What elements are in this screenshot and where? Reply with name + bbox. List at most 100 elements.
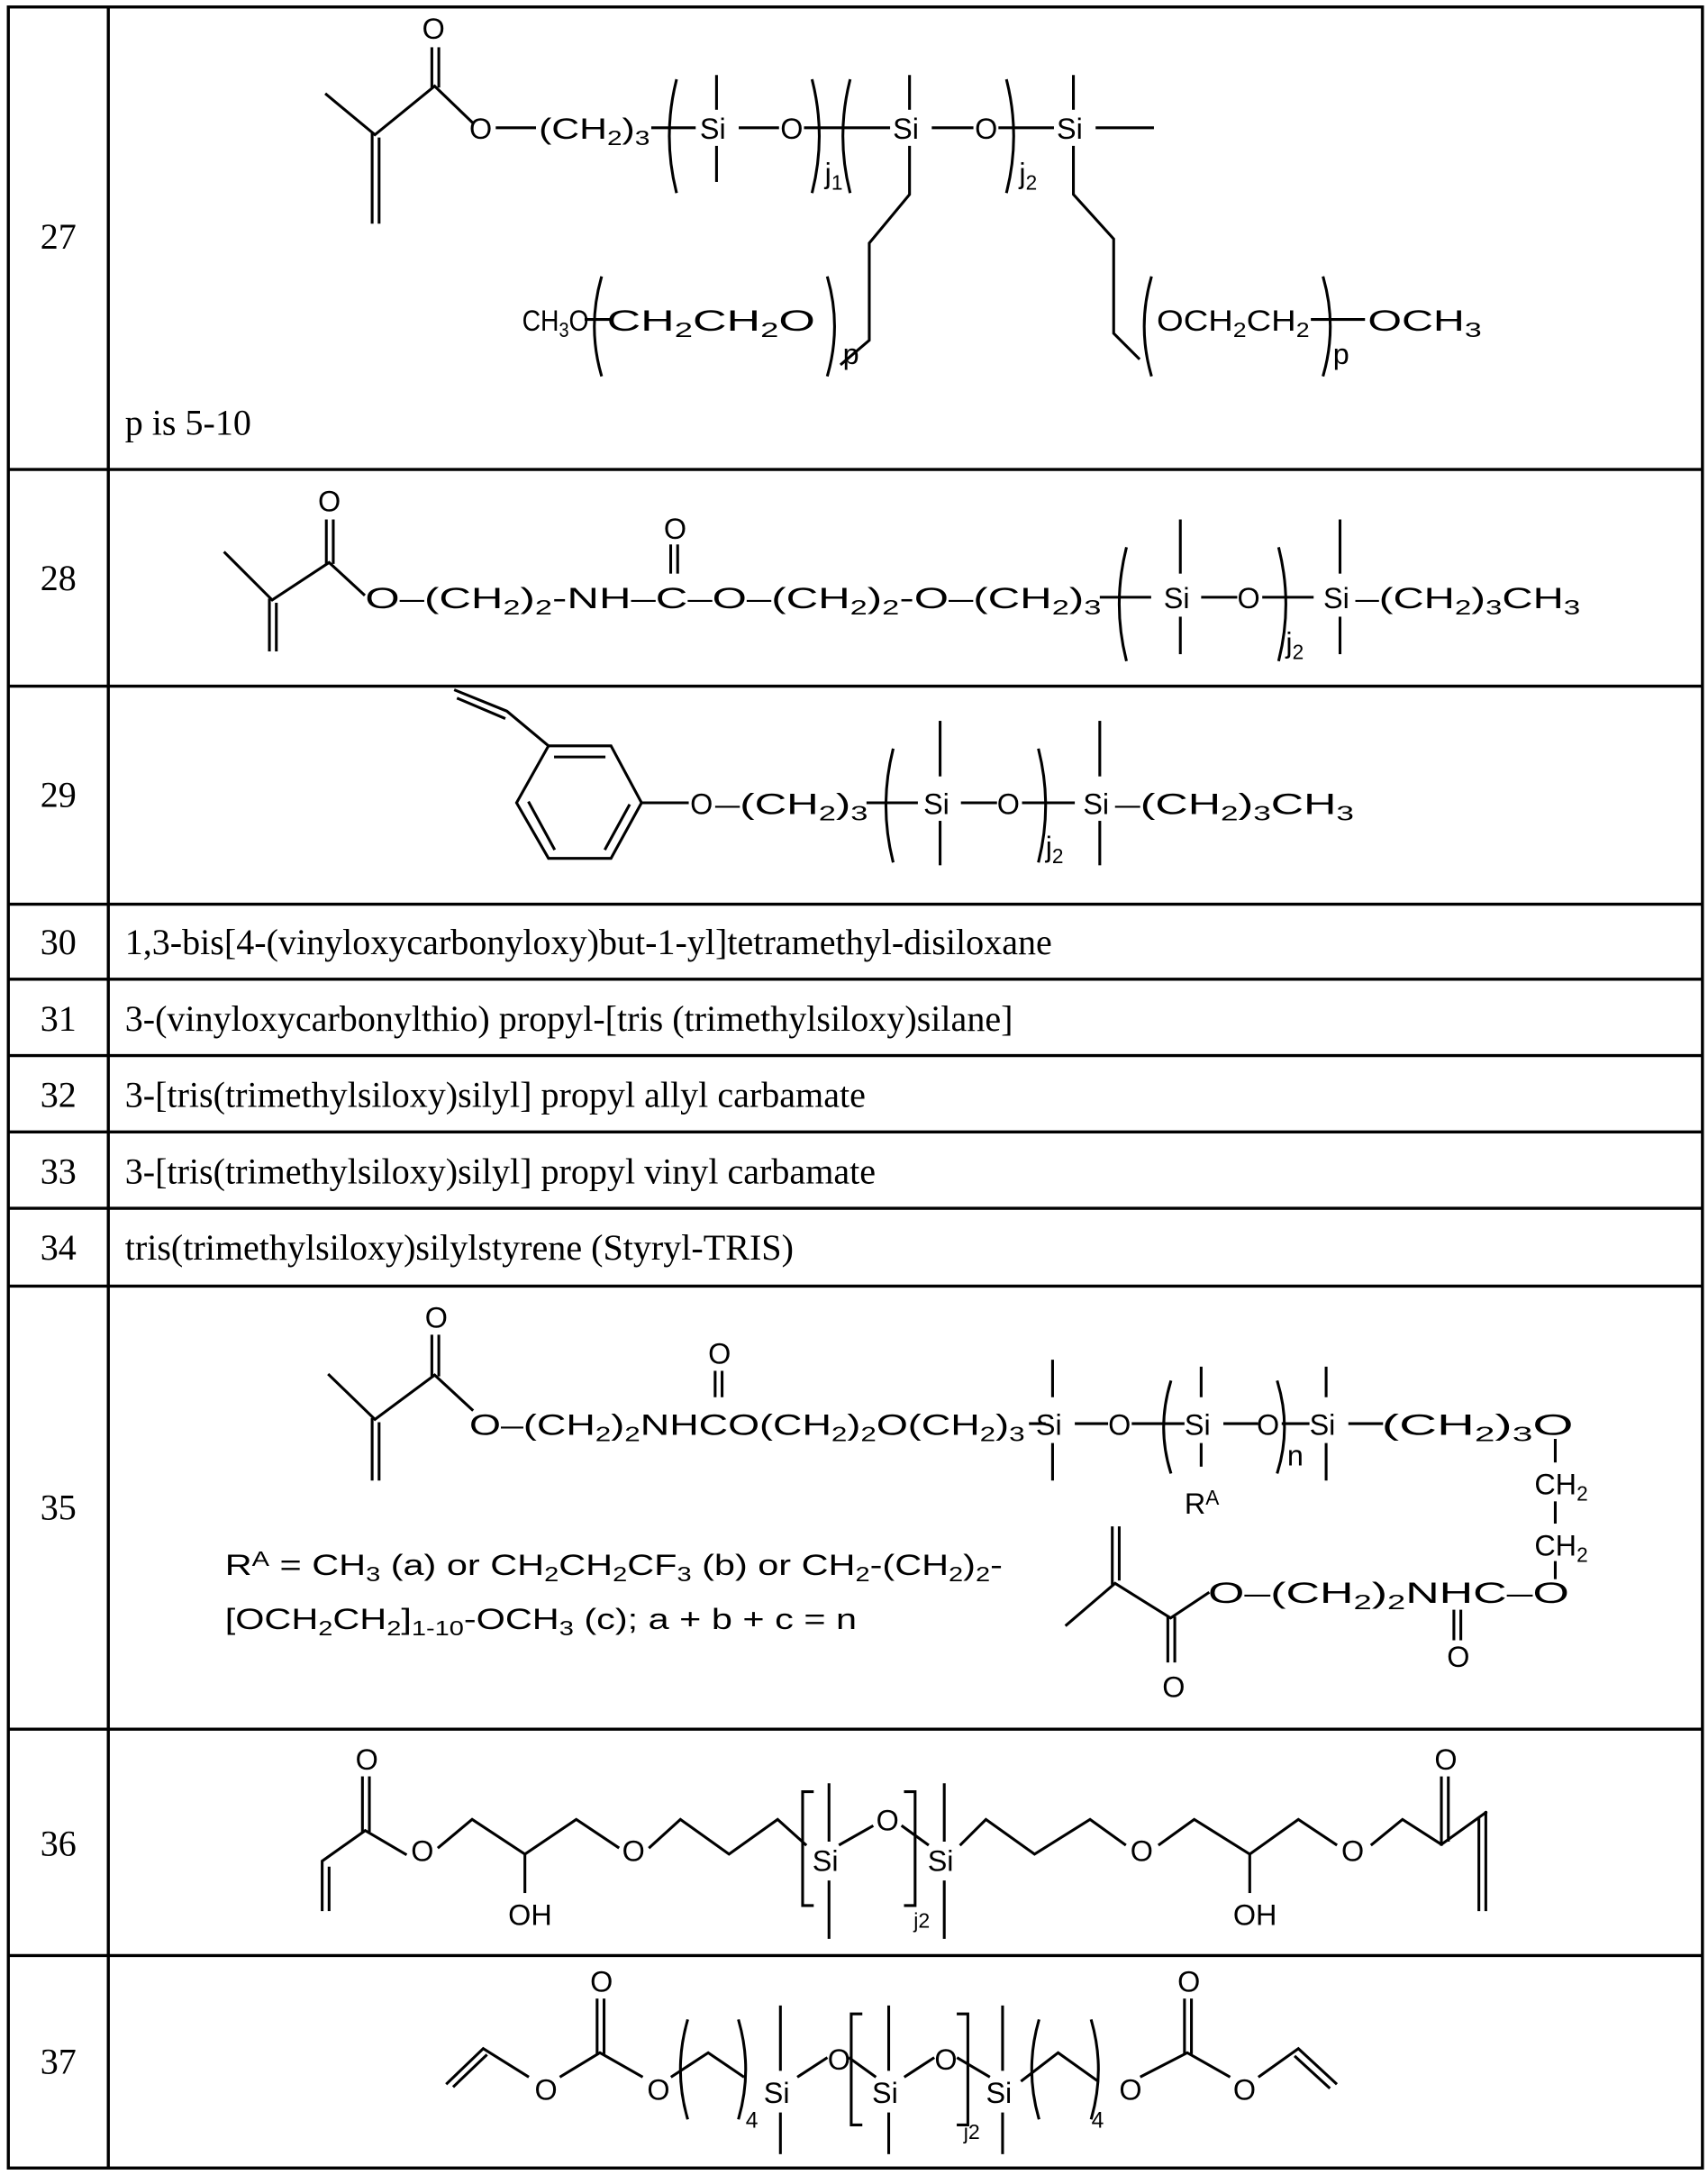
subscript-label: n (1287, 1439, 1304, 1471)
chain-label: O–(CH2)2NHC–O (1208, 1577, 1569, 1614)
row-number: 31 (41, 998, 77, 1039)
substituent-definition: RA = CH3 (a) or CH2CH2CF3 (b) or CH2-(CH… (225, 1547, 1003, 1586)
atom-label: O (534, 2074, 557, 2107)
row-number: 37 (41, 2041, 77, 2081)
atom-label: Si (1310, 1408, 1336, 1441)
atom-label: O (1257, 1408, 1279, 1441)
atom-label: O (590, 1965, 613, 1998)
substituent-definition: [OCH2CH2]1-10-OCH3 (c); a + b + c = n (225, 1603, 857, 1640)
bonds (456, 690, 1100, 864)
row-number: 35 (41, 1487, 77, 1527)
atom-label: (CH2)3 (539, 113, 650, 150)
atom-label: O (975, 113, 997, 145)
atom-label: Si (1185, 1408, 1211, 1441)
compound-name: 3-[tris(trimethylsiloxy)silyl] propyl vi… (125, 1151, 876, 1191)
atom-label: O (1447, 1641, 1469, 1673)
atom-label: O (411, 1835, 433, 1868)
compound-names: 1,3-bis[4-(vinyloxycarbonyloxy)but-1-yl]… (125, 922, 1052, 1268)
atom-label: Si (928, 1844, 954, 1877)
chain-label: O–(CH2)2-NH–C–O–(CH2)2-O–(CH2)3 (365, 582, 1101, 619)
atom-label: O (828, 2043, 850, 2076)
structure-37: O O O 4 Si O Si O j2 Si 4 O O O (447, 1965, 1336, 2152)
compound-name: 3-(vinyloxycarbonylthio) propyl-[tris (t… (125, 998, 1013, 1039)
chain-label: –(CH2)3CH3 (1115, 787, 1354, 824)
atom-label: OCH3 (1367, 305, 1481, 341)
compound-name: tris(trimethylsiloxy)silylstyrene (Styry… (125, 1227, 794, 1268)
subscript-label: 4 (1092, 2109, 1104, 2134)
structure-36: O O OH O Si O j2 Si O OH O O (323, 1743, 1486, 1938)
atom-label: O (1233, 2074, 1256, 2107)
row-number: 34 (41, 1227, 77, 1268)
atom-label: OH (1233, 1899, 1277, 1932)
atom-label: O (622, 1835, 645, 1868)
chain-label: –(CH2)3CH3 (1355, 582, 1580, 619)
subscript-label: j2 (1045, 831, 1064, 868)
atom-label: Si (700, 113, 726, 145)
atom-label: O (425, 1302, 448, 1334)
row-numbers: 27 28 29 30 31 32 33 34 35 36 37 (41, 216, 77, 2081)
row-number: 30 (41, 922, 77, 962)
structure-28: O O–(CH2)2-NH–C–O–(CH2)2-O–(CH2)3 O Si O… (225, 485, 1580, 663)
subscript-label: j2 (963, 2120, 980, 2143)
atom-label: Si (893, 113, 919, 145)
atom-label: Si (1057, 113, 1083, 145)
row-number: 27 (41, 216, 77, 257)
substituent-label: RA (1185, 1486, 1220, 1520)
atom-label: O (934, 2043, 957, 2076)
subscript-label: j2 (913, 1909, 930, 1933)
chain-label: –(CH2)3 (715, 787, 868, 824)
subscript-label: j1 (824, 158, 843, 195)
atom-label: O (708, 1338, 731, 1370)
chain-label: O–(CH2)2NHCO(CH2)2O(CH2)3 (469, 1408, 1025, 1445)
atom-label: O (647, 2074, 669, 2107)
chain-label: (CH2)3O (1382, 1408, 1574, 1445)
atom-label: Si (1323, 582, 1349, 614)
atom-label: O (1119, 2074, 1141, 2107)
atom-label: Si (872, 2077, 898, 2109)
row-number: 28 (41, 558, 77, 598)
atom-label: O (690, 787, 713, 820)
atom-label: O (356, 1743, 378, 1776)
atom-label: CH2 (1534, 1529, 1587, 1566)
bonds (323, 1778, 1486, 1937)
row-number: 36 (41, 1823, 77, 1863)
atom-label: O (877, 1805, 899, 1837)
structure-27: O O (CH2)3 Si O j1 Si O j2 Si CH3O CH2CH… (125, 13, 1482, 442)
atom-label: Si (764, 2077, 790, 2109)
compound-name: 3-[tris(trimethylsiloxy)silyl] propyl al… (125, 1075, 866, 1115)
subscript-label: p (1333, 338, 1349, 370)
atom-label: CH3O (522, 305, 589, 341)
atom-label: O (1237, 582, 1259, 614)
row-number: 32 (41, 1075, 77, 1115)
atom-label: Si (986, 2077, 1012, 2109)
atom-label: OH (508, 1899, 552, 1932)
variable-note: p is 5-10 (125, 403, 251, 443)
atom-label: O (1108, 1408, 1131, 1441)
atom-label: O (469, 113, 492, 145)
atom-label: Si (923, 787, 949, 820)
atom-label: O (318, 485, 341, 517)
atom-label: CH2 (1534, 1469, 1587, 1506)
atom-label: OCH2CH2 (1157, 305, 1310, 341)
atom-label: O (1177, 1965, 1200, 1998)
subscript-label: p (843, 338, 859, 370)
atom-label: O (780, 113, 803, 145)
atom-label: O (422, 13, 445, 45)
atom-label: O (997, 787, 1020, 820)
atom-label: Si (1036, 1408, 1062, 1441)
atom-label: Si (813, 1844, 839, 1877)
atom-label: O (1162, 1671, 1185, 1704)
row-number: 33 (41, 1151, 77, 1191)
subscript-label: j2 (1018, 158, 1037, 195)
atom-label: O (664, 513, 686, 545)
compound-name: 1,3-bis[4-(vinyloxycarbonyloxy)but-1-yl]… (125, 922, 1052, 962)
structure-35: O O–(CH2)2NHCO(CH2)2O(CH2)3 O Si O Si RA… (225, 1302, 1588, 1704)
row-number: 29 (41, 775, 77, 815)
atom-label: CH2CH2O (607, 305, 815, 341)
atom-label: O (1131, 1835, 1153, 1868)
atom-label: O (1434, 1743, 1457, 1776)
subscript-label: 4 (746, 2109, 759, 2134)
atom-label: Si (1083, 787, 1109, 820)
